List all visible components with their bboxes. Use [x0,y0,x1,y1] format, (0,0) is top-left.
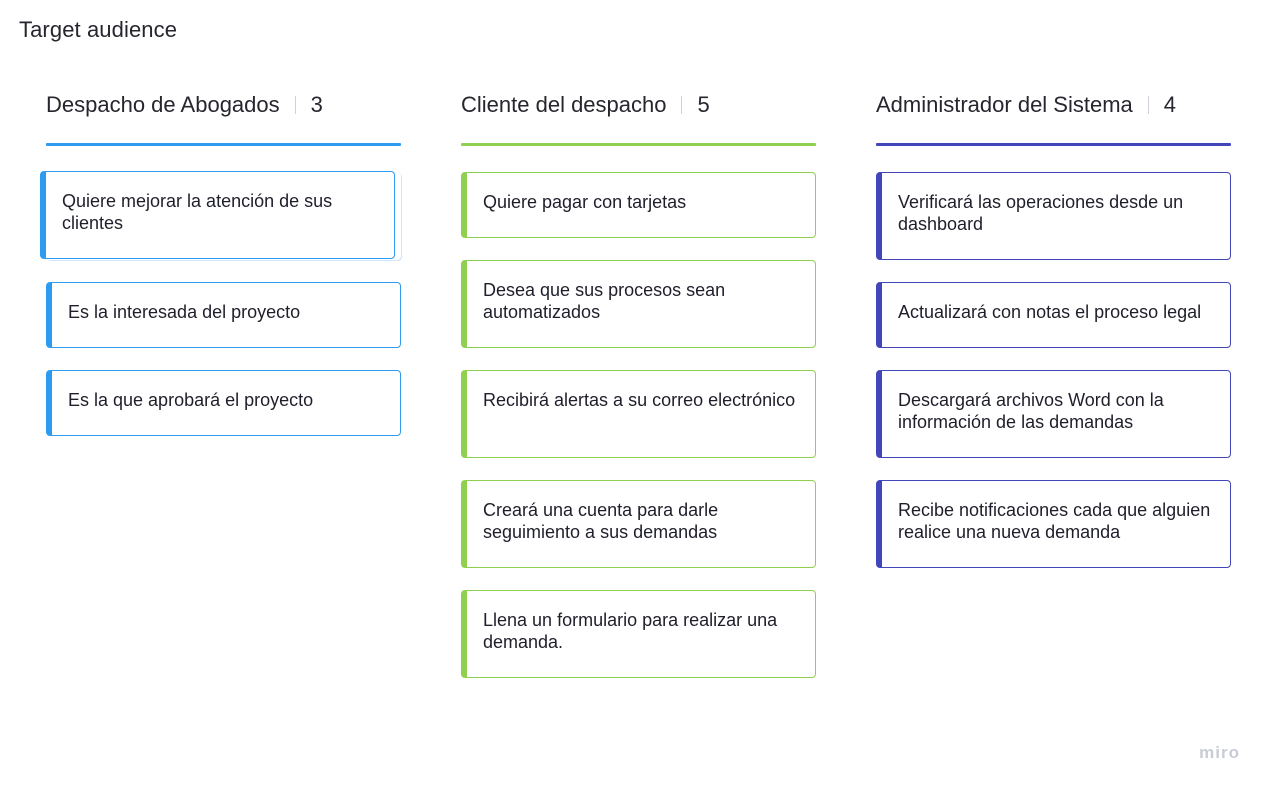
header-divider [1147,96,1149,114]
column-underline [876,143,1231,146]
miro-logo: miro [1199,743,1240,762]
column-underline [46,143,401,146]
card[interactable]: Recibe notificaciones cada que alguien r… [876,480,1231,568]
column-count: 3 [310,92,323,117]
column-title: Despacho de Abogados [46,92,280,117]
card[interactable]: Llena un formulario para realizar una de… [461,590,816,678]
card[interactable]: Desea que sus procesos sean automatizado… [461,260,816,348]
board-title: Target audience [19,17,178,42]
column-count: 4 [1163,92,1177,117]
column-header[interactable]: Administrador del Sistema 4 [876,88,1231,122]
column-underline [461,143,816,146]
header-divider [681,96,683,114]
column-cliente-del-despacho: Cliente del despacho 5 Quiere pagar con … [461,88,816,678]
card[interactable]: Verificará las operaciones desde un dash… [876,172,1231,260]
card[interactable]: Quiere mejorar la atención de sus client… [40,171,395,259]
column-header[interactable]: Despacho de Abogados 3 [46,88,401,122]
column-title: Cliente del despacho [461,92,667,117]
card[interactable]: Descargará archivos Word con la informac… [876,370,1231,458]
header-divider [294,96,296,114]
card[interactable]: Recibirá alertas a su correo electrónico [461,370,816,458]
card[interactable]: Actualizará con notas el proceso legal [876,282,1231,348]
column-despacho-de-abogados: Despacho de Abogados 3 Quiere mejorar la… [40,88,401,436]
card[interactable]: Es la que aprobará el proyecto [46,370,401,436]
column-title: Administrador del Sistema [876,92,1133,117]
card[interactable]: Creará una cuenta para darle seguimiento… [461,480,816,568]
card[interactable]: Es la interesada del proyecto [46,282,401,348]
card-list: Quiere mejorar la atención de sus client… [40,171,401,436]
card-list: Quiere pagar con tarjetas Desea que sus … [461,172,816,678]
card[interactable]: Quiere pagar con tarjetas [461,172,816,238]
column-administrador-del-sistema: Administrador del Sistema 4 Verificará l… [876,88,1231,568]
column-header[interactable]: Cliente del despacho 5 [461,88,816,122]
column-count: 5 [697,92,710,117]
card-list: Verificará las operaciones desde un dash… [876,172,1231,568]
